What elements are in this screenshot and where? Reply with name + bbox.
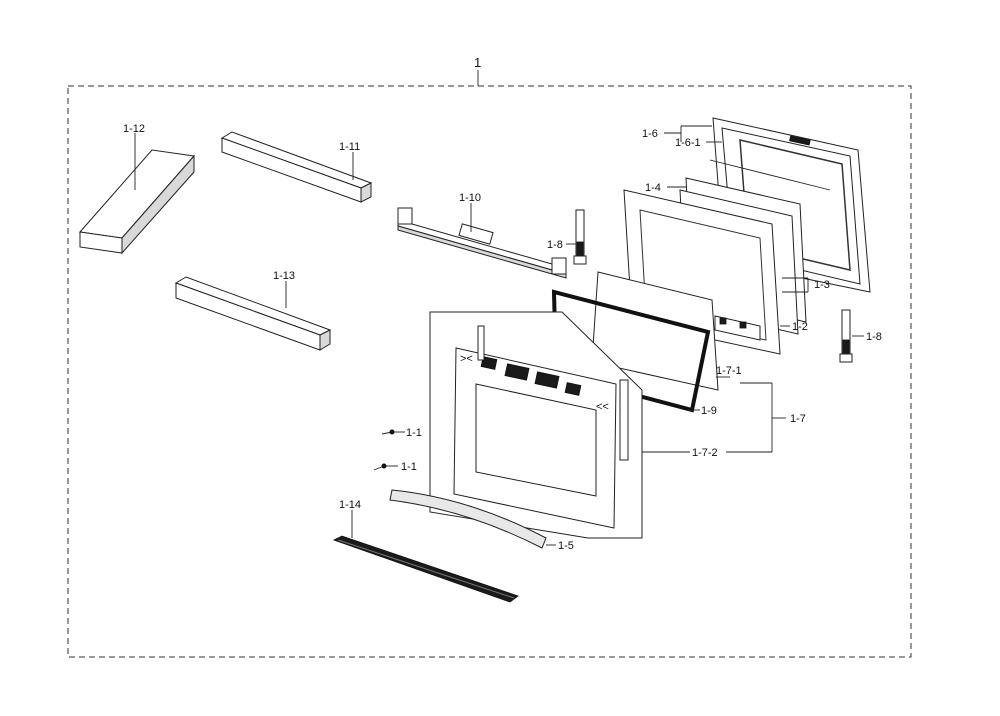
part-1-5-handle [389, 489, 547, 549]
part-1-12-block [79, 149, 195, 255]
part-1-8-hinge-right [839, 309, 853, 363]
label-1-4: 1-4 [645, 182, 661, 194]
assembly-label: 1 [474, 55, 481, 70]
label-1-7: 1-7 [790, 413, 806, 425]
label-1-7-1: 1-7-1 [716, 365, 742, 377]
label-1-1-lower: 1-1 [401, 461, 417, 473]
part-1-7-2-outer-door: >< << [429, 311, 643, 539]
part-1-8-hinge-top [573, 209, 587, 265]
label-1-9: 1-9 [701, 405, 717, 417]
part-1-14-bottom-trim [332, 535, 519, 603]
label-1-12: 1-12 [123, 123, 145, 135]
part-1-10-bracket [397, 207, 567, 279]
label-1-6: 1-6 [642, 128, 658, 140]
label-1-3: 1-3 [814, 279, 830, 291]
label-1-8-top: 1-8 [547, 239, 563, 251]
part-1-1-screw-lower [373, 463, 387, 471]
part-1-7-1-glass [591, 271, 719, 391]
label-1-10: 1-10 [459, 192, 481, 204]
label-1-8-right: 1-8 [866, 331, 882, 343]
part-1-13-block [174, 276, 332, 351]
assembly-boundary [67, 85, 912, 658]
part-1-11-block [220, 131, 373, 203]
label-1-1-upper: 1-1 [406, 427, 422, 439]
part-1-1-screw-upper [381, 429, 395, 435]
label-1-7-2: 1-7-2 [692, 447, 718, 459]
label-1-14: 1-14 [339, 499, 361, 511]
label-1-13: 1-13 [273, 270, 295, 282]
label-1-11: 1-11 [339, 141, 360, 153]
label-1-5: 1-5 [558, 540, 574, 552]
svg-text:><: >< [460, 353, 473, 365]
label-1-2: 1-2 [792, 321, 808, 333]
svg-text:<<: << [596, 401, 609, 413]
label-1-6-1: 1-6-1 [675, 137, 701, 149]
